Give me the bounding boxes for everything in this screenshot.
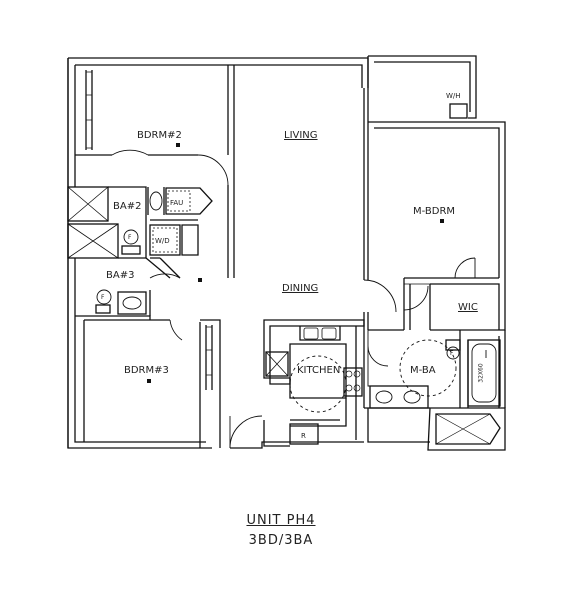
room-label-mba: M-BA — [410, 365, 436, 376]
mbdrm-wall — [368, 121, 506, 278]
fixture-mark-mba: F — [450, 350, 454, 357]
shaft-box-2 — [67, 223, 119, 259]
label-fau: FAU — [170, 199, 184, 207]
room-label-ba3: BA#3 — [106, 270, 135, 281]
unit-name: UNIT PH4 — [246, 513, 316, 528]
label-tub: 32X60 — [477, 363, 485, 383]
bdrm2-wall — [227, 65, 235, 278]
room-label-kitchen: KITCHEN — [297, 365, 341, 376]
fixture-mark-ba2: F — [128, 234, 132, 241]
wh-box — [449, 103, 468, 119]
wh-wall — [367, 55, 477, 122]
fridge — [289, 423, 319, 445]
room-label-bdrm2: BDRM#2 — [137, 130, 182, 141]
room-label-ba2: BA#2 — [113, 201, 142, 212]
label-fridge: R — [301, 432, 306, 440]
exterior-wall — [67, 57, 369, 449]
room-label-wic: WIC — [458, 302, 478, 313]
unit-type: 3BD/3BA — [248, 533, 314, 548]
room-label-bdrm3: BDRM#3 — [124, 365, 169, 376]
room-label-dining: DINING — [282, 283, 319, 294]
room-label-wh: W/H — [446, 92, 461, 100]
shaft-box-1 — [67, 186, 109, 222]
fixture-mark-ba3: F — [101, 294, 105, 301]
room-label-mbdrm: M-BDRM — [413, 206, 456, 217]
room-label-living: LIVING — [284, 130, 318, 141]
label-wd: W/D — [155, 237, 170, 245]
